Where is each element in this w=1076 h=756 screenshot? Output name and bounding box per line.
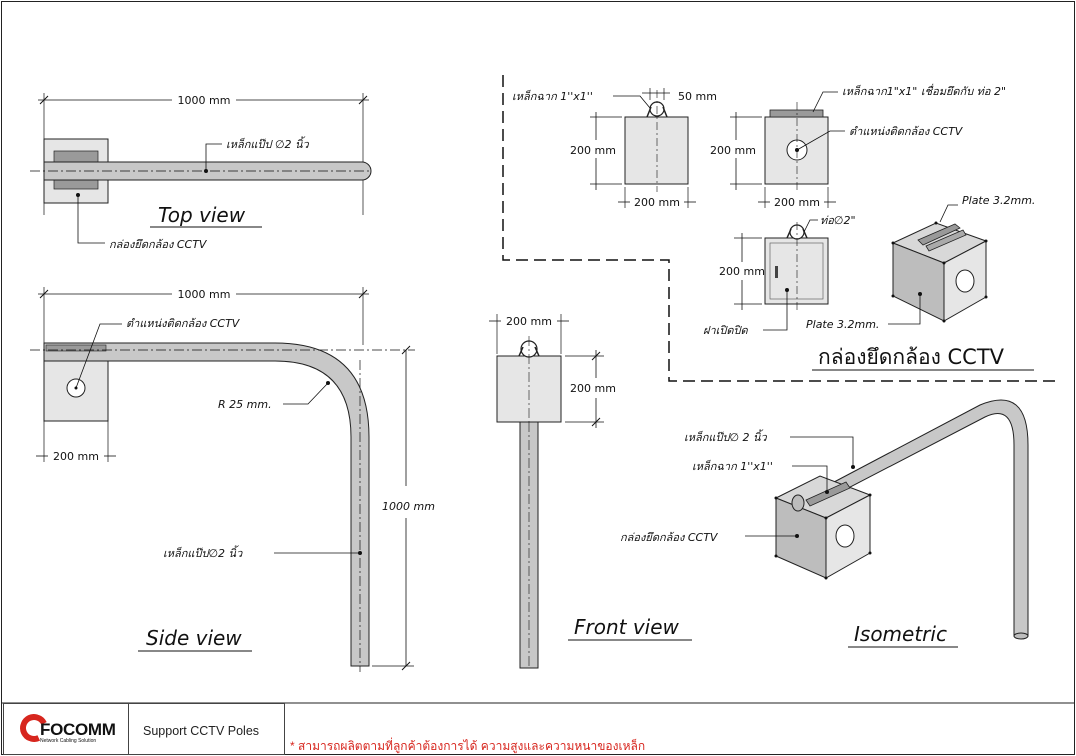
side-view-title: Side view bbox=[146, 626, 242, 650]
front-height-dim: 200 mm bbox=[570, 382, 616, 395]
iso-box-label: กล่องยึดกล้อง CCTV bbox=[620, 531, 719, 544]
iso-channel-label: เหล็กฉาก 1''x1'' bbox=[692, 459, 773, 473]
front-view-title: Front view bbox=[574, 615, 680, 639]
box-section-title: กล่องยึดกล้อง CCTV bbox=[818, 345, 1005, 369]
side-view: 1000 mm 1000 mm 200 mm ตำแหน่งติดกล้อง C… bbox=[30, 287, 435, 672]
detail-b-camera-label: ตำแหน่งติดกล้อง CCTV bbox=[849, 125, 964, 138]
document-title: Support CCTV Poles bbox=[143, 724, 260, 738]
front-view: 200 mm 200 mm Front view bbox=[489, 314, 692, 669]
detail-b-height: 200 mm bbox=[710, 144, 756, 157]
front-width-dim: 200 mm bbox=[506, 315, 552, 328]
isometric-view: เหล็กแป๊ป∅ 2 นิ้ว เหล็กฉาก 1''x1'' กล่อง… bbox=[620, 399, 1029, 648]
side-height-dim: 1000 mm bbox=[382, 500, 435, 513]
side-radius-label: R 25 mm. bbox=[218, 398, 272, 411]
detail-iso-box bbox=[891, 221, 988, 323]
side-camera-label: ตำแหน่งติดกล้อง CCTV bbox=[126, 317, 241, 330]
detail-b-width: 200 mm bbox=[774, 196, 820, 209]
detail-b-weld-label: เหล็กฉาก1"x1" เชื่อมยึดกับ ท่อ 2" bbox=[842, 83, 1006, 98]
iso-pipe-label: เหล็กแป๊ป∅ 2 นิ้ว bbox=[684, 429, 768, 444]
top-box-label: กล่องยึดกล้อง CCTV bbox=[109, 238, 208, 251]
detail-a-channel-label: เหล็กฉาก 1''x1'' bbox=[512, 89, 593, 103]
footer: FOCOMM Network Cabling Solution Support … bbox=[0, 703, 1076, 756]
detail-c-door-label: ฝาเปิดปิด bbox=[703, 324, 748, 337]
detail-a-height: 200 mm bbox=[570, 144, 616, 157]
box-detail: เหล็กฉาก 1''x1'' 50 mm 200 mm 200 mm เหล… bbox=[502, 75, 1055, 382]
detail-a-channel-dim: 50 mm bbox=[678, 90, 717, 103]
isometric-title: Isometric bbox=[854, 622, 947, 646]
side-pipe bbox=[43, 342, 370, 667]
side-box-dim: 200 mm bbox=[53, 450, 99, 463]
detail-plate-side: Plate 3.2mm. bbox=[806, 318, 879, 331]
detail-c-pipe-label: ท่อ∅2" bbox=[820, 214, 856, 227]
top-pipe-label: เหล็กแป๊ป ∅2 นิ้ว bbox=[226, 136, 310, 151]
top-dim-length: 1000 mm bbox=[178, 94, 231, 107]
title-block: Support CCTV Poles bbox=[129, 703, 285, 755]
top-view-title: Top view bbox=[158, 203, 246, 227]
company-logo: FOCOMM Network Cabling Solution bbox=[3, 703, 129, 755]
side-pipe-label: เหล็กแป๊ป∅2 นิ้ว bbox=[163, 545, 243, 560]
footer-note: * สามารถผลิตตามที่ลูกค้าต้องการได้ ความส… bbox=[290, 739, 646, 753]
side-dim-length: 1000 mm bbox=[178, 288, 231, 301]
detail-a-width: 200 mm bbox=[634, 196, 680, 209]
detail-plate-top: Plate 3.2mm. bbox=[962, 194, 1035, 207]
detail-a-box bbox=[624, 116, 689, 185]
logo-tagline: Network Cabling Solution bbox=[40, 738, 97, 744]
detail-c-height: 200 mm bbox=[719, 265, 765, 278]
logo-brand: FOCOMM bbox=[40, 720, 116, 739]
top-view: 1000 mm เหล็กแป๊ป ∅2 นิ้ว กล่องยึดกล้อง … bbox=[30, 93, 372, 251]
detail-c-box bbox=[764, 237, 829, 305]
